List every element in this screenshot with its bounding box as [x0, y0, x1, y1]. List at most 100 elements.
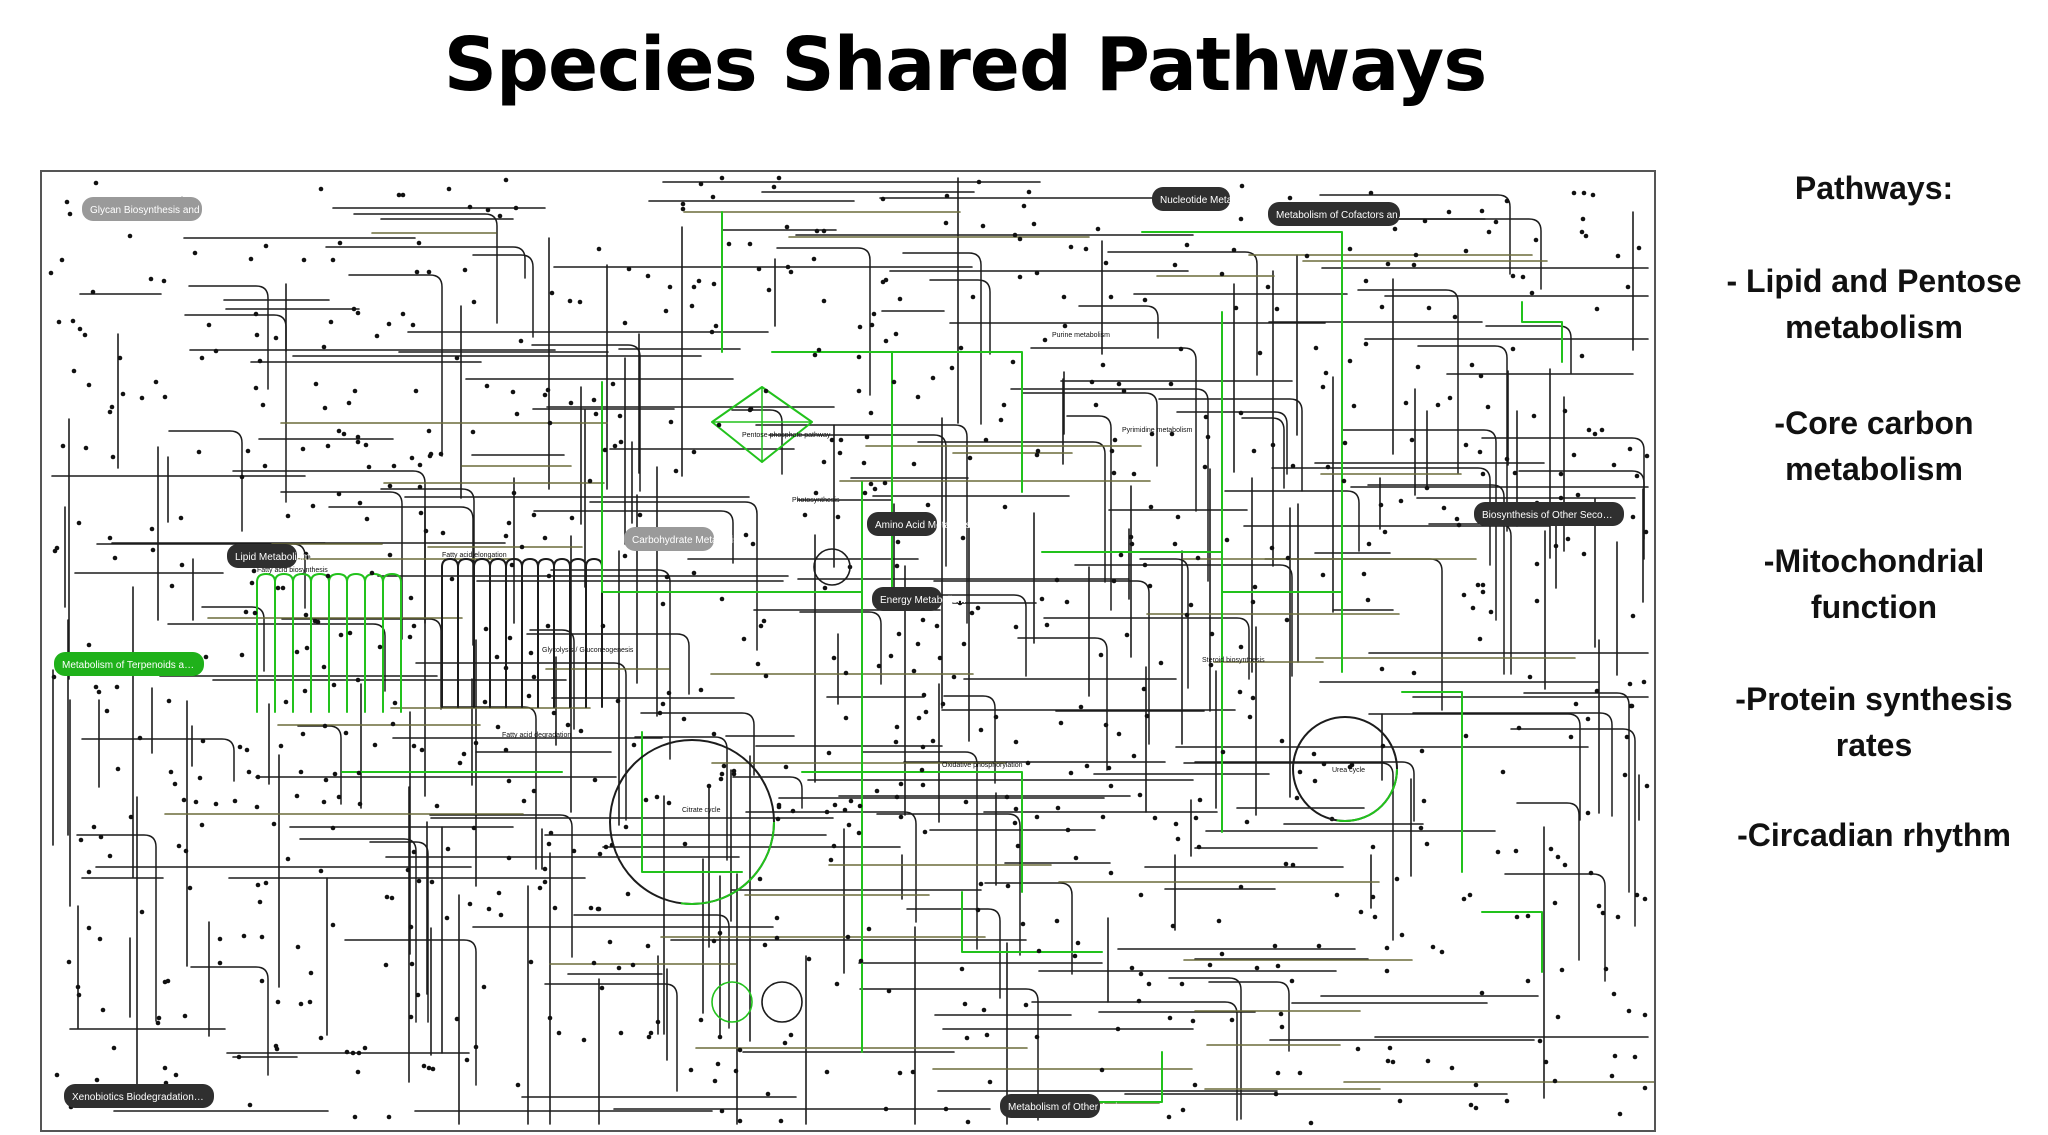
metabolite-node	[1233, 305, 1239, 311]
pathway-link	[201, 606, 265, 672]
metabolite-node	[1555, 854, 1561, 860]
metabolite-node	[654, 794, 660, 800]
metabolite-node	[784, 224, 790, 230]
metabolite-node	[880, 196, 886, 202]
pathway-link	[573, 914, 730, 1029]
metabolite-node	[496, 890, 502, 896]
metabolite-node	[1149, 431, 1155, 437]
metabolite-node	[1430, 944, 1436, 950]
metabolite-node	[96, 689, 102, 695]
metabolite-node	[1622, 772, 1628, 778]
metabolite-node	[248, 256, 254, 262]
metabolite-node	[94, 1077, 100, 1083]
metabolite-node	[696, 278, 702, 284]
metabolite-node	[308, 970, 314, 976]
metabolite-node	[1138, 892, 1144, 898]
metabolite-node	[1275, 1070, 1281, 1076]
metabolite-node	[864, 434, 870, 440]
metabolite-node	[169, 583, 175, 589]
metabolite-node	[715, 1061, 721, 1067]
metabolite-node	[1347, 764, 1353, 770]
metabolite-node	[1461, 896, 1467, 902]
metabolite-node	[646, 1034, 652, 1040]
metabolite-node	[1290, 463, 1296, 469]
pathway-link	[1183, 762, 1394, 941]
metabolite-node	[660, 701, 666, 707]
metabolite-node	[826, 750, 832, 756]
category-badge	[624, 527, 714, 551]
metabolite-node	[1403, 400, 1409, 406]
metabolite-node	[822, 585, 828, 591]
metabolite-node	[241, 933, 247, 939]
metabolite-node	[1108, 783, 1114, 789]
metabolite-node	[1611, 991, 1617, 997]
metabolite-node	[1207, 962, 1213, 968]
metabolite-node	[263, 880, 269, 886]
metabolite-node	[1279, 738, 1285, 744]
metabolite-node	[763, 388, 769, 394]
metabolite-node	[1073, 855, 1079, 861]
metabolite-node	[888, 653, 894, 659]
metabolite-node	[495, 724, 501, 730]
metabolite-node	[71, 368, 77, 374]
metabolite-node	[980, 223, 986, 229]
metabolite-node	[1035, 448, 1041, 454]
shared-pathway-route	[801, 771, 1023, 893]
metabolite-node	[631, 742, 637, 748]
metabolite-node	[438, 451, 444, 457]
metabolite-node	[417, 462, 423, 468]
metabolite-node	[400, 192, 406, 198]
metabolite-node	[262, 463, 268, 469]
metabolite-node	[1118, 552, 1124, 558]
pathway-link	[929, 279, 991, 355]
metabolite-node	[247, 1102, 253, 1108]
pathway-link	[859, 988, 1039, 1121]
metabolite-node	[298, 769, 304, 775]
metabolite-node	[1238, 216, 1244, 222]
metabolite-node	[831, 655, 837, 661]
metabolite-node	[993, 714, 999, 720]
metabolite-node	[410, 322, 416, 328]
metabolite-node	[1627, 446, 1633, 452]
metabolite-node	[1180, 1107, 1186, 1113]
metabolite-node	[411, 623, 417, 629]
metabolite-node	[1320, 384, 1326, 390]
metabolite-node	[374, 333, 380, 339]
metabolite-node	[1468, 1102, 1474, 1108]
metabolite-node	[386, 321, 392, 327]
metabolite-node	[60, 443, 66, 449]
pathway-label: Oxidative phosphorylation	[942, 762, 1023, 769]
metabolite-node	[976, 179, 982, 185]
metabolite-node	[1363, 278, 1369, 284]
metabolite-node	[643, 797, 649, 803]
metabolite-node	[790, 808, 796, 814]
metabolite-node	[1100, 362, 1106, 368]
metabolite-node	[831, 843, 837, 849]
metabolite-node	[1229, 1017, 1235, 1023]
metabolite-node	[1321, 761, 1327, 767]
metabolite-node	[1456, 522, 1462, 528]
metabolite-node	[868, 481, 874, 487]
metabolite-node	[331, 682, 337, 688]
metabolite-node	[1075, 940, 1081, 946]
metabolite-node	[1583, 233, 1589, 239]
metabolite-node	[568, 400, 574, 406]
metabolite-node	[467, 204, 473, 210]
metabolite-node	[668, 419, 674, 425]
metabolite-node	[785, 264, 791, 270]
metabolite-node	[949, 365, 955, 371]
metabolite-node	[960, 535, 966, 541]
metabolite-node	[834, 981, 840, 987]
metabolite-node	[1592, 431, 1598, 437]
metabolite-node	[862, 490, 868, 496]
metabolite-node	[893, 331, 899, 337]
metabolite-node	[1175, 836, 1181, 842]
shared-pathway-route	[1091, 1051, 1163, 1103]
metabolite-node	[591, 397, 597, 403]
metabolite-node	[688, 1067, 694, 1073]
metabolite-node	[454, 1016, 460, 1022]
metabolite-node	[445, 846, 451, 852]
metabolite-node	[1347, 246, 1353, 252]
pathway-link	[1031, 1001, 1238, 1121]
metabolite-node	[1379, 666, 1385, 672]
